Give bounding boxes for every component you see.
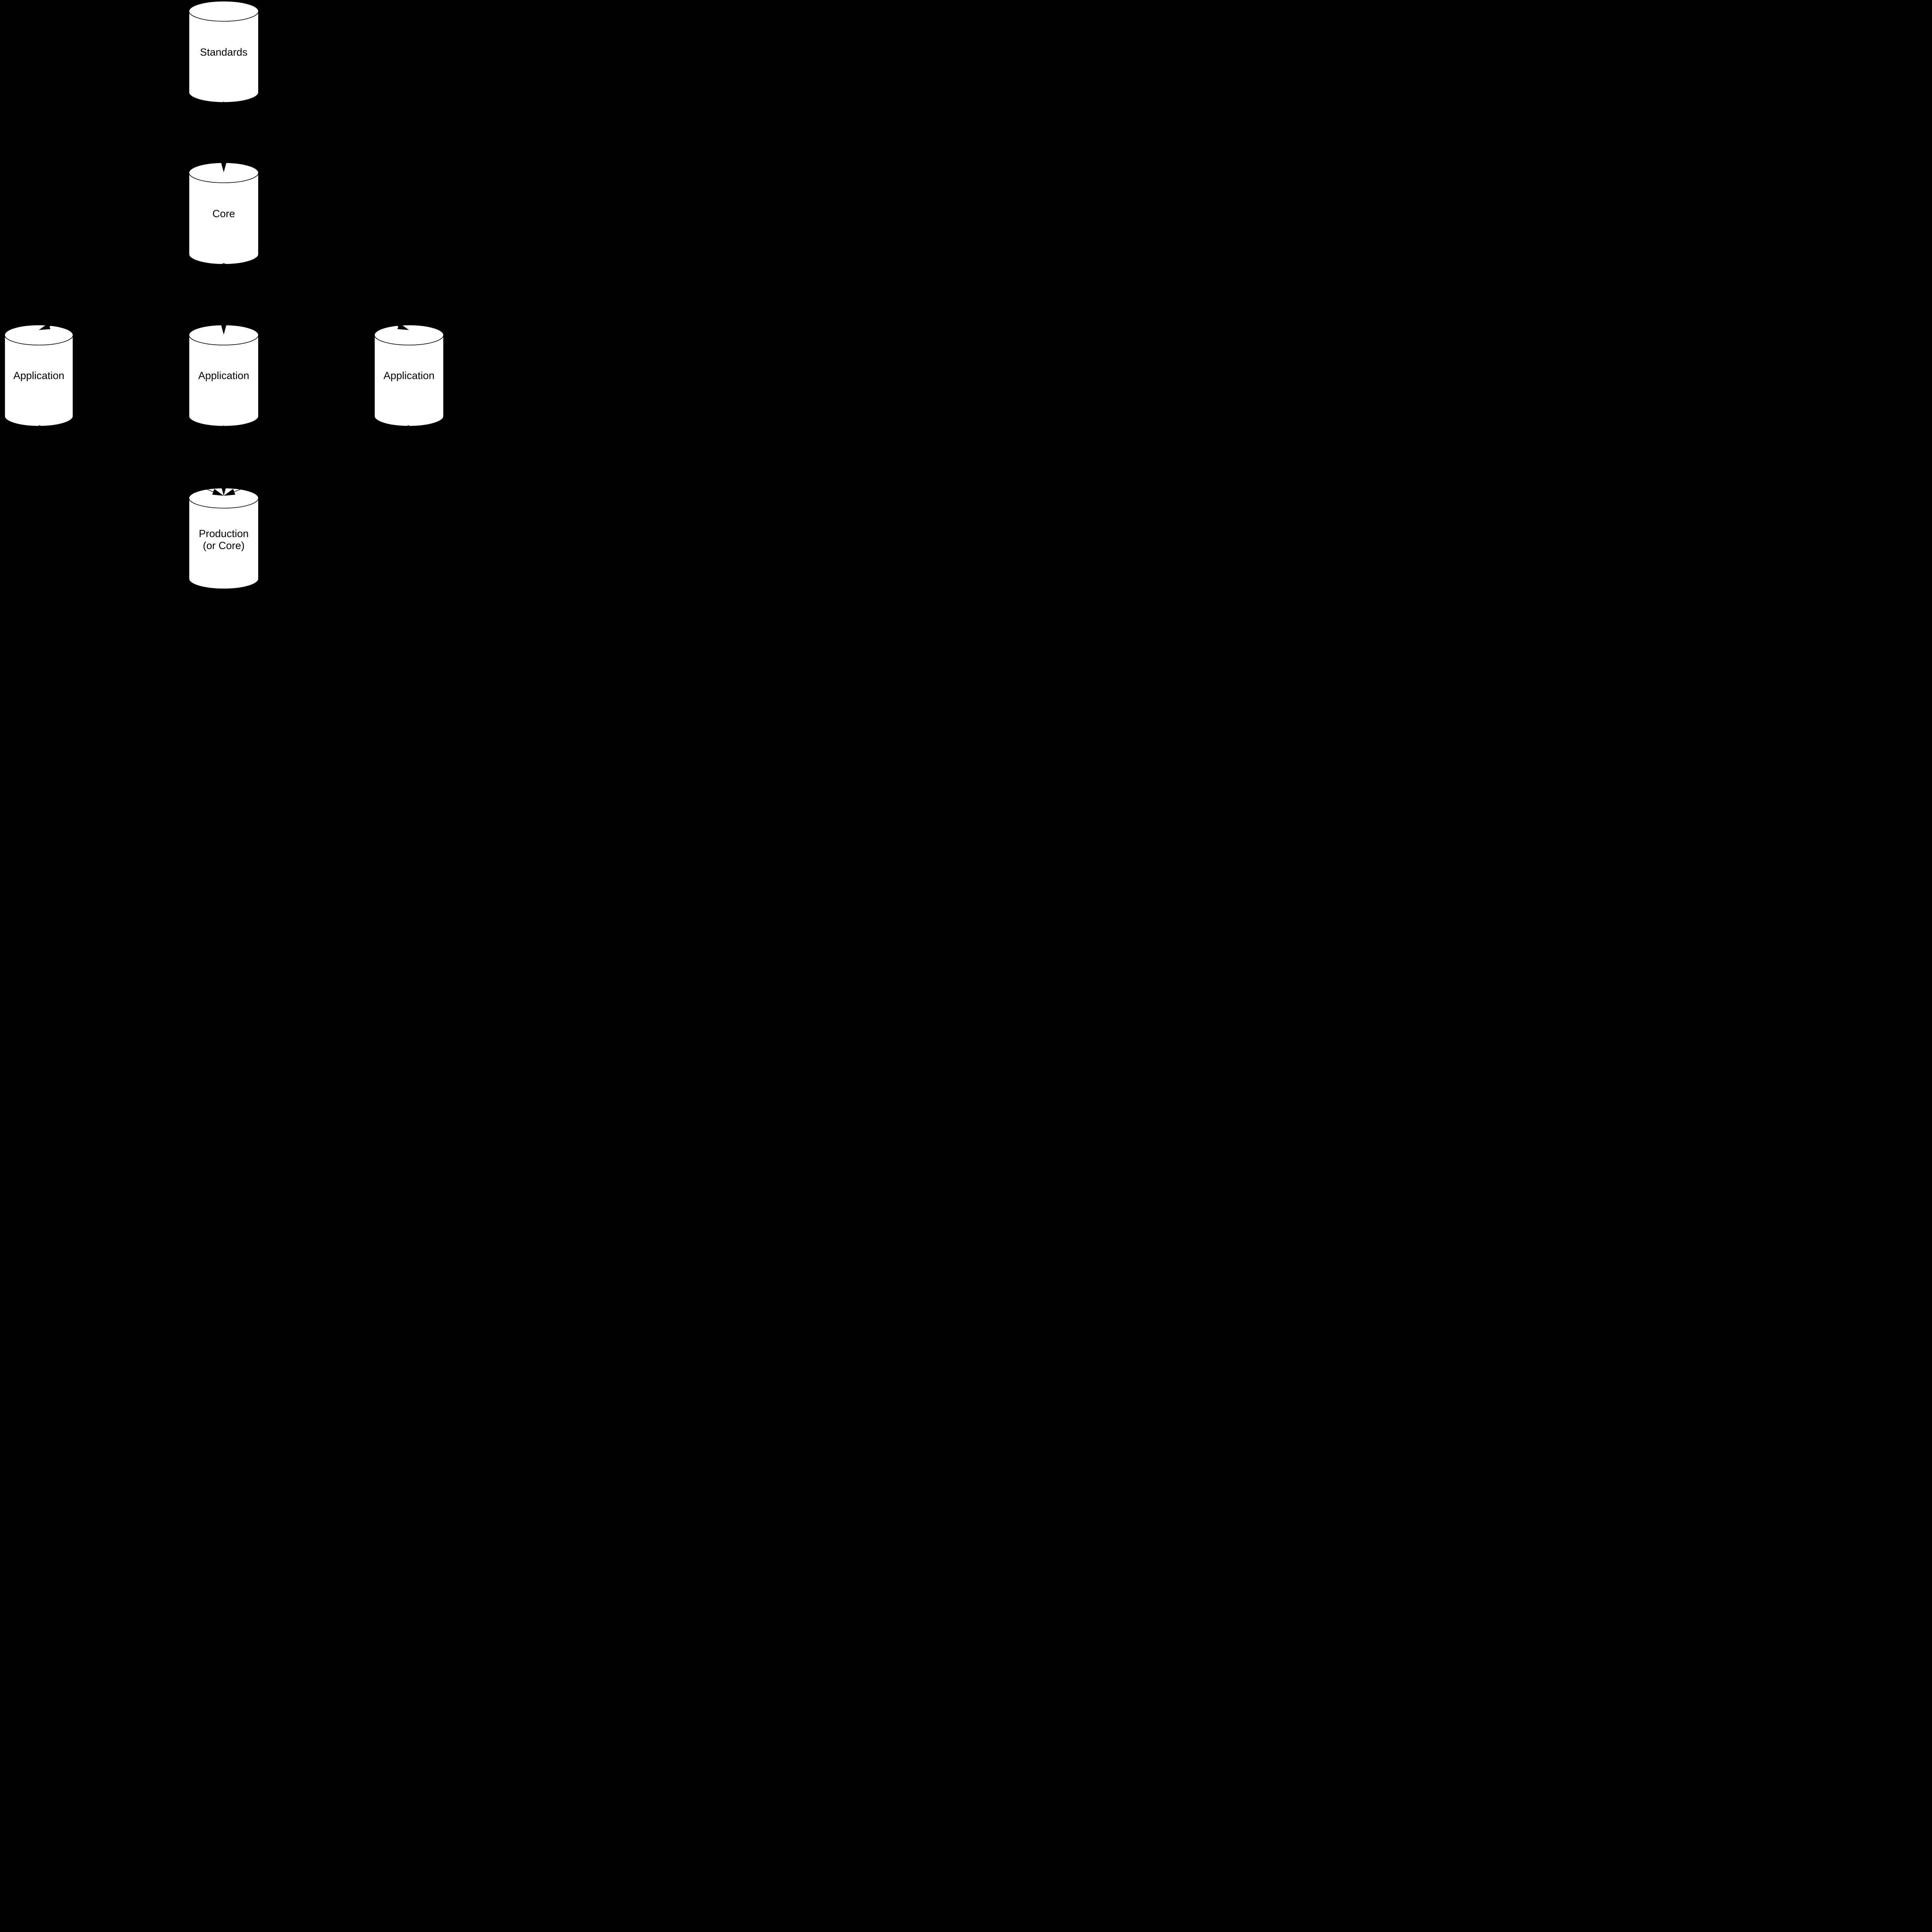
cylinder-layer: Standards Core Application Application (4, 1, 444, 589)
diagram-canvas: Standards Core Application Application (0, 0, 446, 590)
arrow-shaft (49, 263, 224, 327)
cylinder-standards: Standards (189, 1, 259, 103)
cylinder-top-lip (374, 335, 444, 345)
arrow-standards-to-core (221, 102, 227, 172)
arrow-app-center-to-production (221, 425, 227, 496)
cylinder-shape (189, 162, 259, 265)
cylinder-application-left-label: Application (13, 370, 64, 381)
arrow-shaft (234, 425, 409, 492)
cylinder-standards-label: Standards (200, 46, 247, 58)
cylinder-application-center: Application (189, 325, 259, 427)
arrow-shaft (39, 425, 214, 492)
arrow-app-right-to-production (224, 425, 409, 496)
cylinder-application-center-label: Application (198, 370, 249, 381)
arrowhead-icon (221, 485, 227, 496)
cylinder-production-label-line2: (or Core) (203, 540, 245, 551)
arrow-core-to-app-center (221, 264, 227, 335)
cylinder-shape (189, 325, 259, 427)
cylinder-top-lip (4, 335, 73, 345)
arrow-core-to-app-right (223, 263, 409, 330)
arrow-core-to-app-left (39, 263, 224, 330)
arrowhead-icon (224, 489, 235, 496)
arrow-app-left-to-production (39, 425, 224, 496)
cylinder-application-right-label: Application (383, 370, 434, 381)
cylinder-production-label-line1: Production (199, 528, 248, 539)
cylinder-top-lip (189, 498, 259, 509)
cylinder-shape (4, 325, 73, 427)
cylinder-application-right: Application (374, 325, 444, 427)
replication-hierarchy-diagram: Standards Core Application Application (4, 1, 444, 589)
cylinder-application-left: Application (4, 325, 73, 427)
arrow-layer (39, 102, 409, 496)
cylinder-shape (374, 325, 444, 427)
cylinder-shape (189, 1, 259, 103)
arrowhead-icon (221, 323, 227, 335)
arrow-shaft (223, 263, 399, 327)
arrowhead-icon (39, 323, 51, 330)
cylinder-production: Production (or Core) (189, 488, 259, 589)
cylinder-top-lip (189, 172, 259, 183)
cylinder-core-label: Core (213, 208, 235, 219)
cylinder-top-lip (189, 11, 259, 22)
cylinder-core: Core (189, 162, 259, 265)
arrowhead-icon (221, 161, 227, 172)
cylinder-top-lip (189, 335, 259, 345)
arrowhead-icon (212, 489, 224, 496)
arrowhead-icon (397, 323, 409, 330)
